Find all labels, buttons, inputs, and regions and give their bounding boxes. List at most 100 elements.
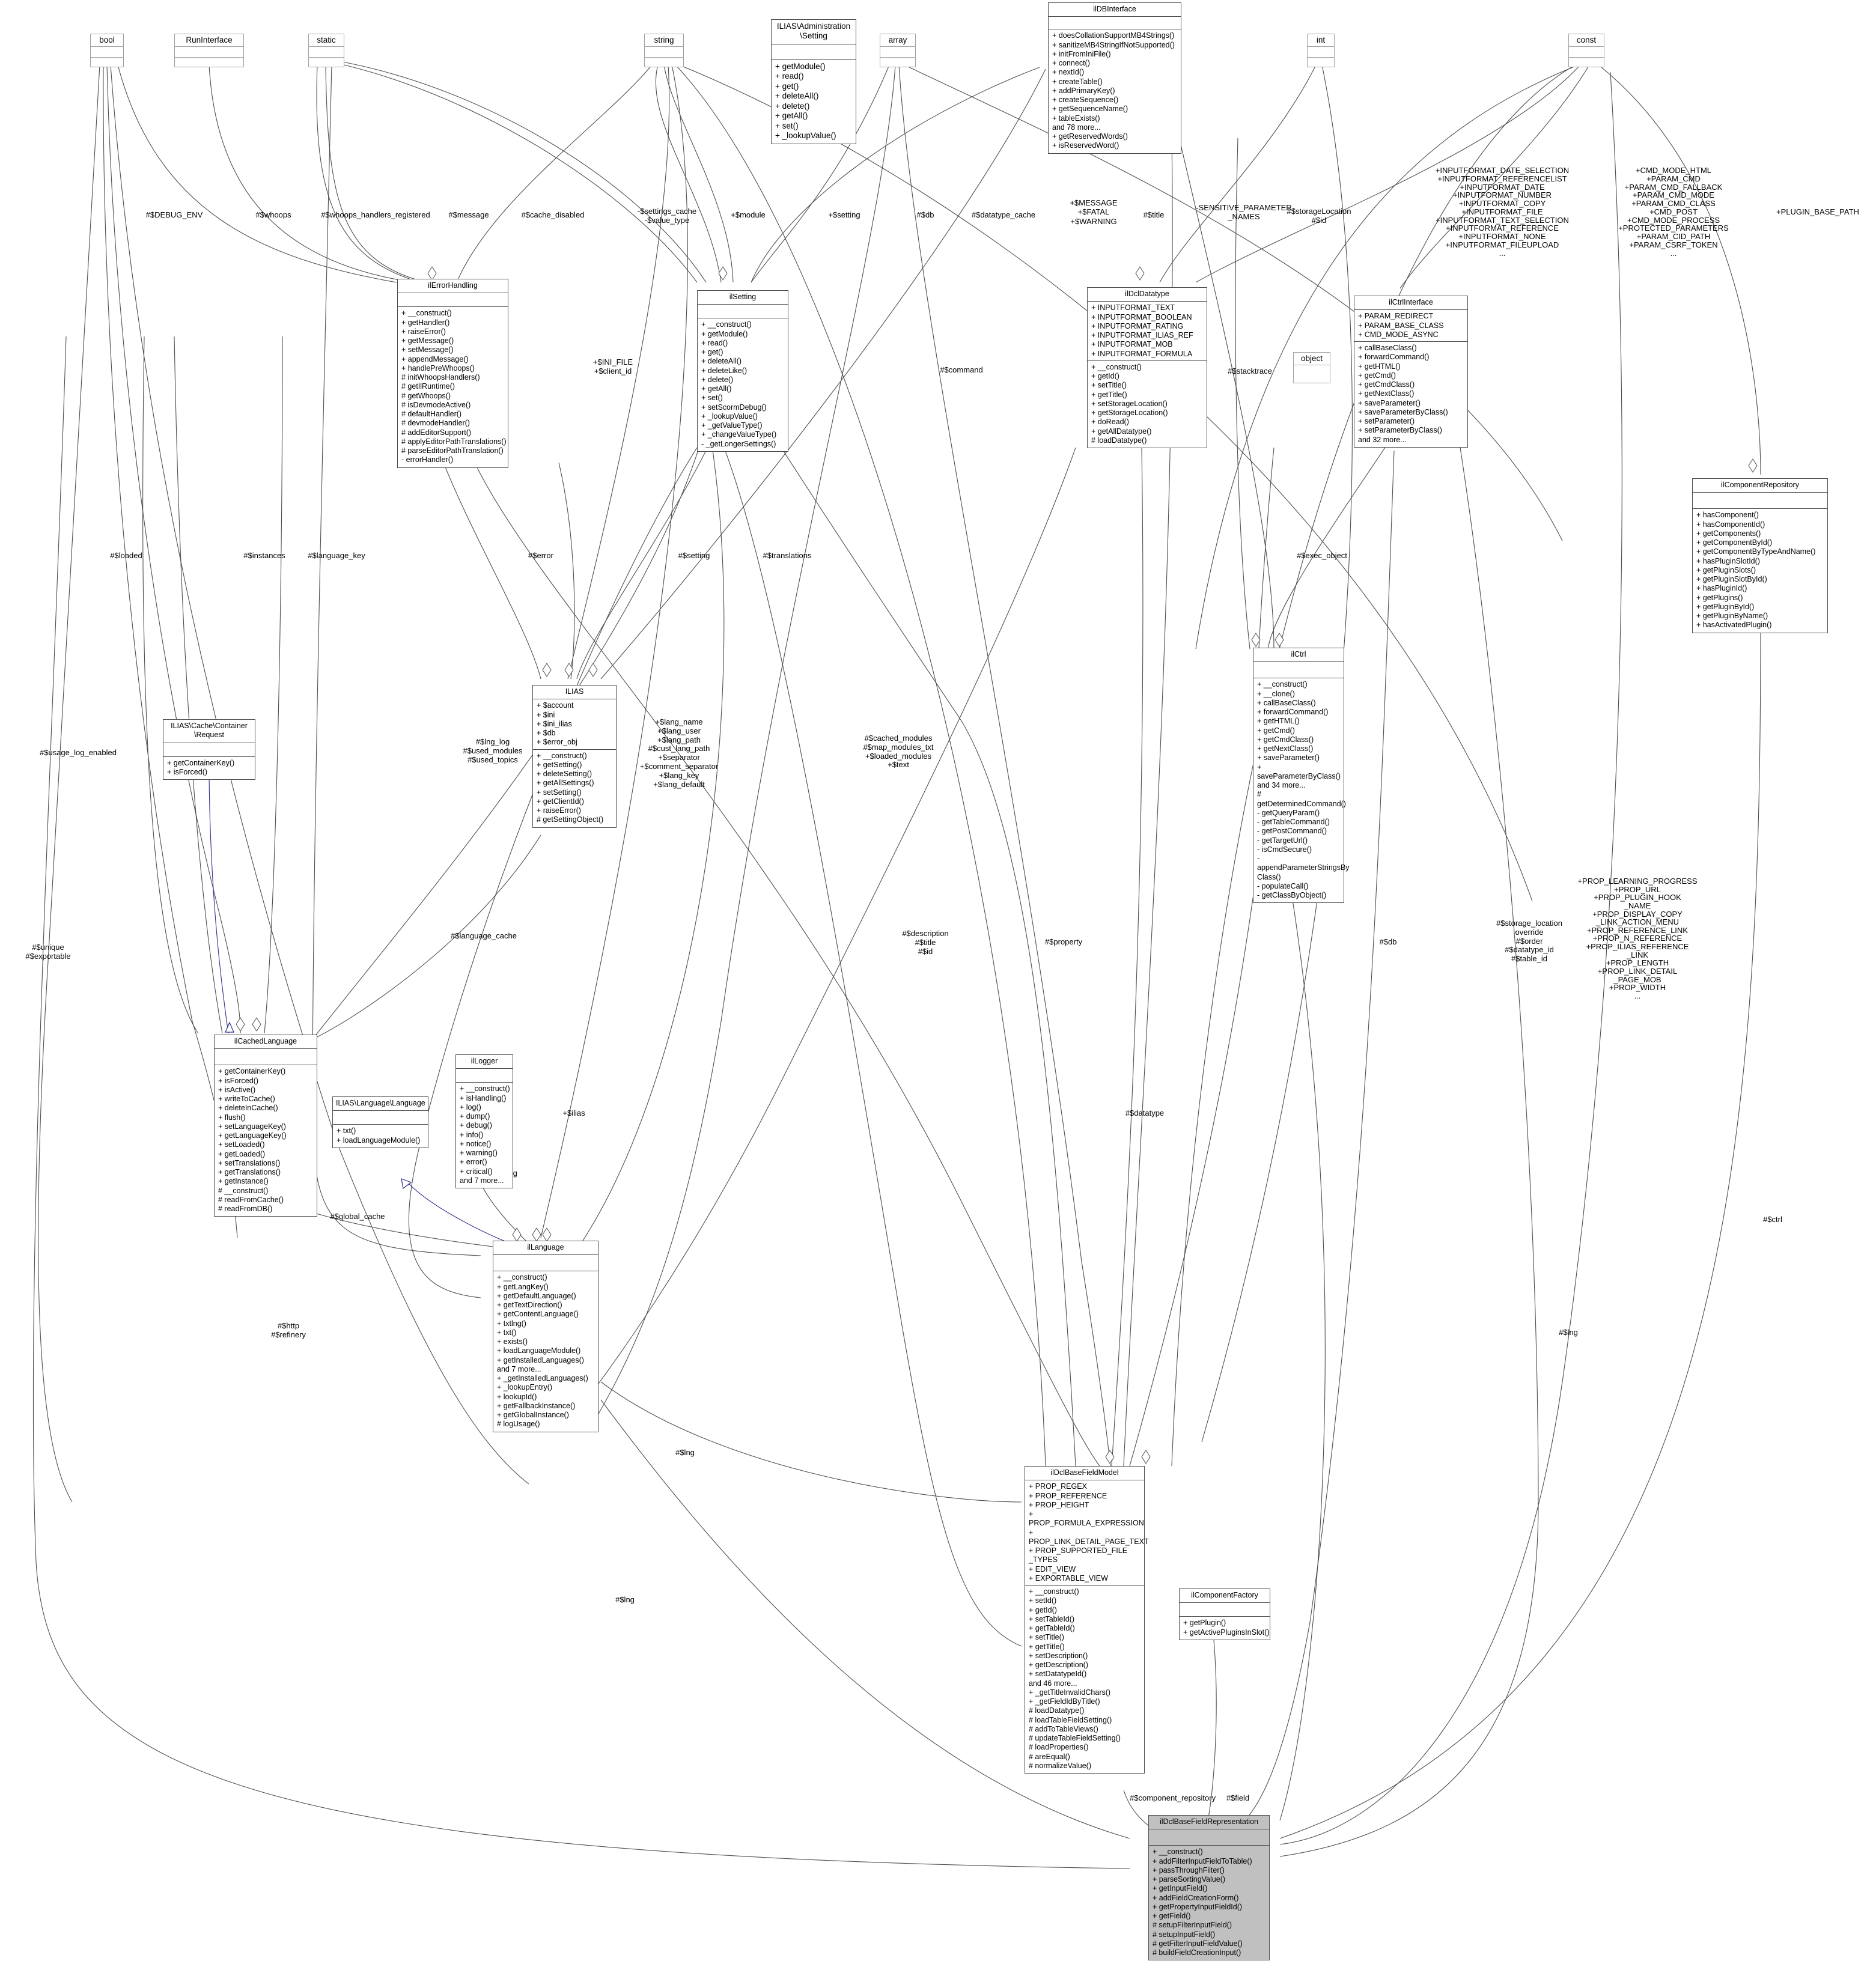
operation: + parseSortingValue() — [1153, 1875, 1226, 1883]
attribute: + INPUTFORMAT_BOOLEAN — [1091, 312, 1192, 321]
edge-label-stacktrace: #$stacktrace — [1228, 366, 1272, 375]
operation: + saveParameter() — [1257, 753, 1320, 762]
operation: + setTranslations() — [218, 1158, 281, 1167]
class-ilsetting[interactable]: ilSetting + __construct() + getModule() … — [697, 290, 788, 452]
operation: + hasPluginId() — [1696, 584, 1747, 593]
operation: + getTableId() — [1029, 1624, 1075, 1632]
attribute: + $account — [537, 701, 574, 710]
operation: and 78 more... — [1052, 123, 1101, 132]
stub-row — [645, 47, 683, 58]
operation: and 32 more... — [1358, 435, 1407, 444]
operation: # readFromDB() — [218, 1205, 273, 1213]
operation: + setSetting() — [537, 788, 582, 797]
operation: + getTextDirection() — [497, 1301, 562, 1309]
operation: # loadTableFieldSetting() — [1029, 1715, 1112, 1724]
operation: # isDevmodeActive() — [401, 400, 471, 409]
class-illanguage[interactable]: ilLanguage + __construct() + getLangKey(… — [493, 1241, 598, 1432]
operation: # applyEditorPathTranslations() — [401, 437, 507, 446]
operation: and 46 more... — [1029, 1679, 1077, 1688]
operation: + notice() — [460, 1139, 492, 1148]
class-ildclbasefieldrepresentation[interactable]: ilDclBaseFieldRepresentation + __constru… — [1148, 1815, 1270, 1961]
class-ilctrl[interactable]: ilCtrl + __construct() + __clone() + cal… — [1253, 648, 1350, 904]
operation: + deleteAll() — [775, 91, 819, 101]
operation: + _getFieldIdByTitle() — [1029, 1697, 1100, 1706]
operation: + lookupId() — [497, 1392, 537, 1401]
operation: + getComponentById() — [1696, 538, 1773, 547]
attribute: + $ini_ilias — [537, 719, 572, 728]
class-ildbinterface[interactable]: ilDBInterface + doesCollationSupportMB4S… — [1048, 2, 1181, 154]
edge-label-ctrl: #$lng — [1559, 1328, 1578, 1337]
edge-label-datatype-cache: #$datatype_cache — [971, 210, 1036, 219]
class-ilias-cache-container-request[interactable]: ILIAS\Cache\Container \Request + getCont… — [163, 719, 255, 780]
operation: + setDescription() — [1029, 1651, 1088, 1660]
stub-string: string — [644, 34, 684, 67]
class-title: ilCtrl — [1253, 648, 1344, 663]
class-ilias[interactable]: ILIAS + $account + $ini + $ini_ilias + $… — [532, 685, 617, 828]
operation: + hasComponent() — [1696, 511, 1759, 520]
operation: + getPlugins() — [1696, 593, 1743, 602]
operation: + set() — [701, 394, 723, 403]
operation: + getModule() — [775, 61, 826, 71]
operation: + dump() — [460, 1112, 490, 1120]
class-ilias-language-language[interactable]: ILIAS\Language\Language + txt() + loadLa… — [332, 1096, 428, 1148]
class-ilcomponentfactory[interactable]: ilComponentFactory + getPlugin() + getAc… — [1179, 1589, 1270, 1640]
operation: + createTable() — [1052, 77, 1103, 86]
class-title: ilDclBaseFieldRepresentation — [1149, 1816, 1269, 1830]
class-ilerrorhandling[interactable]: ilErrorHandling + __construct() + getHan… — [397, 279, 508, 468]
operation: # addEditorSupport() — [401, 428, 472, 437]
attribute: + $db — [537, 729, 556, 737]
operation: - appendParameterStringsBy Class() — [1257, 854, 1350, 881]
stub-const-label: const — [1569, 34, 1604, 47]
operation: + delete() — [775, 101, 810, 111]
attribute: + EXPORTABLE_VIEW — [1029, 1573, 1108, 1582]
operation: + getPluginSlotById() — [1696, 575, 1767, 583]
operation: + getId() — [1029, 1605, 1057, 1614]
operation: + getCmd() — [1257, 726, 1295, 735]
class-attributes: + $account + $ini + $ini_ilias + $db + $… — [533, 699, 616, 750]
operation: + getContainerKey() — [167, 758, 235, 767]
stub-object: object — [1293, 352, 1330, 383]
operation: # loadDatatype() — [1091, 436, 1147, 445]
operation: + getPlugin() — [1183, 1619, 1226, 1628]
operation: # parseEditorPathTranslation() — [401, 446, 504, 455]
operation: + getHTML() — [1257, 717, 1300, 726]
class-ildclbasefieldmodel[interactable]: ilDclBaseFieldModel + PROP_REGEX + PROP_… — [1025, 1466, 1149, 1774]
operation: + __construct() — [460, 1084, 510, 1093]
attribute: + PARAM_BASE_CLASS — [1358, 321, 1444, 330]
operation: + doesCollationSupportMB4Strings() — [1052, 31, 1175, 40]
operation: + getInstance() — [218, 1177, 269, 1186]
operation: + getAll() — [701, 385, 732, 393]
edge-label-loaded: #$loaded — [110, 551, 142, 560]
class-operations: + __construct() + isHandling() + log() +… — [456, 1083, 513, 1188]
operation: + isForced() — [218, 1076, 259, 1085]
operation: + getCmdClass() — [1358, 380, 1415, 389]
operation: - populateCall() — [1257, 881, 1309, 890]
class-ildcldatatype[interactable]: ilDclDatatype + INPUTFORMAT_TEXT + INPUT… — [1087, 287, 1207, 448]
class-ilcachedlanguage[interactable]: ilCachedLanguage + getContainerKey() + i… — [214, 1035, 317, 1217]
operation: + getHandler() — [401, 318, 450, 327]
operation: + addPrimaryKey() — [1052, 86, 1115, 95]
class-illogger[interactable]: ilLogger + __construct() + isHandling() … — [455, 1054, 513, 1188]
stub-row — [91, 58, 123, 68]
class-ilctrlinterface[interactable]: ilCtrlInterface + PARAM_REDIRECT + PARAM… — [1354, 296, 1468, 448]
operation: + getStorageLocation() — [1091, 409, 1168, 417]
operation: + txtlng() — [497, 1319, 526, 1328]
operation: + hasActivatedPlugin() — [1696, 621, 1772, 630]
edge-label-http-refinery: #$http #$refinery — [271, 1321, 306, 1339]
class-ilias-administration-setting[interactable]: ILIAS\Administration \Setting + getModul… — [771, 19, 856, 144]
operation: + getGlobalInstance() — [497, 1411, 569, 1419]
operation: - getTableCommand() — [1257, 818, 1330, 826]
class-operations: + txt() + loadLanguageModule() — [333, 1125, 428, 1148]
stub-row — [1569, 47, 1604, 58]
operation: + getCmd() — [1358, 371, 1396, 380]
operation: + nextId() — [1052, 68, 1085, 77]
edge-label-plugin-base-path: +PLUGIN_BASE_PATH — [1776, 207, 1859, 216]
stub-row — [1308, 47, 1334, 58]
class-attributes — [333, 1111, 428, 1125]
class-ilcomponentrepository[interactable]: ilComponentRepository + hasComponent() +… — [1692, 478, 1828, 633]
class-operations: + getPlugin() + getActivePluginsInSlot() — [1180, 1617, 1270, 1640]
operation: # __construct() — [218, 1186, 269, 1195]
class-attributes: + PROP_REGEX + PROP_REFERENCE + PROP_HEI… — [1025, 1480, 1149, 1586]
class-operations: + getContainerKey() + isForced() — [163, 757, 255, 780]
operation: + raiseError() — [537, 806, 581, 815]
